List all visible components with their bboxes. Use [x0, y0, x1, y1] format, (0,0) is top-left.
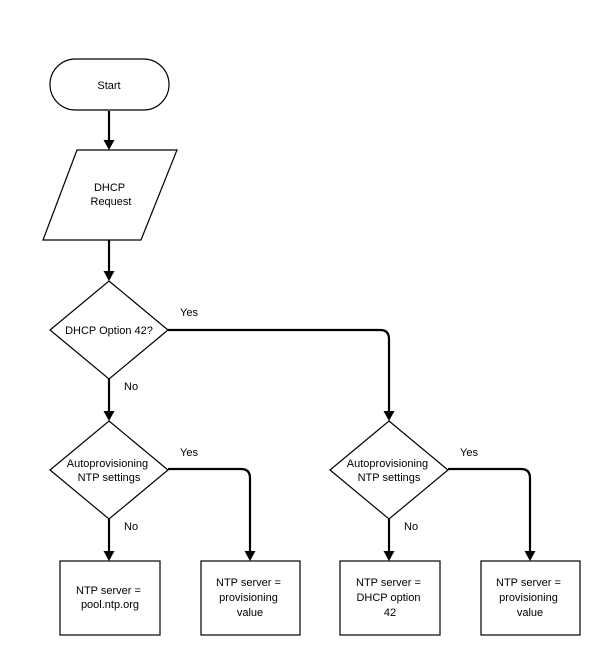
ntp-prov-right-line-2: provisioning — [499, 592, 558, 604]
edge-option42-yes — [168, 328, 395, 421]
dhcp-request-line-2: Request — [91, 196, 132, 208]
ntp-prov-right-box: NTP server = provisioning value — [480, 560, 581, 636]
ntp-prov-right-line-3: value — [517, 607, 543, 619]
svg-text:Autoprovisioning NTP set: Autoprovisioning NTP settings — [67, 458, 151, 484]
autoprov-left-decision: Autoprovisioning NTP settings — [49, 420, 169, 520]
option42-no-label: No — [124, 381, 138, 393]
svg-text:DHCP Request: DHCP Request — [91, 182, 132, 208]
svg-text:NTP server = pool.ntp.or: NTP server = pool.ntp.org — [76, 585, 144, 611]
start-terminator: Start — [49, 58, 170, 111]
option42-yes-label: Yes — [180, 307, 198, 319]
autoprov-right-decision: Autoprovisioning NTP settings — [329, 420, 449, 520]
svg-text:NTP server = provisionin: NTP server = provisioning value — [496, 577, 564, 619]
ntp-dhcp42-line-2: DHCP option — [356, 592, 420, 604]
autoprov-left-yes-label: Yes — [180, 447, 198, 459]
edge-autoprov-left-yes — [168, 467, 256, 561]
autoprov-right-line-1: Autoprovisioning — [347, 458, 428, 470]
ntp-prov-right-line-1: NTP server = — [496, 577, 561, 589]
dhcp-request-line-1: DHCP — [94, 182, 125, 194]
svg-text:NTP server = provisionin: NTP server = provisioning value — [216, 577, 284, 619]
ntp-prov-left-box: NTP server = provisioning value — [200, 560, 301, 636]
ntp-pool-line-2: pool.ntp.org — [81, 599, 139, 611]
autoprov-left-line-2: NTP settings — [78, 472, 141, 484]
edge-option42-no — [103, 379, 115, 421]
ntp-prov-left-line-2: provisioning — [219, 592, 278, 604]
autoprov-left-line-1: Autoprovisioning — [67, 458, 148, 470]
option42-label: DHCP Option 42? — [65, 325, 153, 337]
ntp-prov-left-line-3: value — [237, 607, 263, 619]
ntp-dhcp42-line-1: NTP server = — [356, 577, 421, 589]
dhcp-request-node: DHCP Request — [42, 149, 178, 241]
ntp-pool-line-1: NTP server = — [76, 585, 141, 597]
edge-autoprov-left-no — [103, 519, 115, 561]
autoprov-left-no-label: No — [124, 521, 138, 533]
ntp-dhcp42-box: NTP server = DHCP option 42 — [339, 560, 441, 636]
autoprov-right-yes-label: Yes — [460, 447, 478, 459]
svg-text:DHCP Option 42?: DHCP Option 42? — [65, 325, 153, 337]
connectors — [103, 111, 536, 561]
svg-text:Autoprovisioning NTP set: Autoprovisioning NTP settings — [347, 458, 431, 484]
autoprov-right-line-2: NTP settings — [358, 472, 421, 484]
edge-autoprov-right-yes — [448, 467, 536, 561]
start-label: Start — [97, 80, 120, 92]
ntp-prov-left-line-1: NTP server = — [216, 577, 281, 589]
autoprov-right-no-label: No — [404, 521, 418, 533]
option42-decision: DHCP Option 42? — [49, 280, 169, 380]
edge-labels: Yes No Yes No Yes No — [124, 307, 478, 533]
edge-request-to-option42 — [103, 240, 115, 281]
edge-start-to-request — [103, 111, 115, 150]
svg-text:Start: Start — [97, 80, 120, 92]
ntp-pool-box: NTP server = pool.ntp.org — [59, 560, 161, 636]
ntp-dhcp42-line-3: 42 — [384, 607, 396, 619]
svg-text:NTP server = DHCP option: NTP server = DHCP option 42 — [356, 577, 424, 619]
edge-autoprov-right-no — [383, 519, 395, 561]
